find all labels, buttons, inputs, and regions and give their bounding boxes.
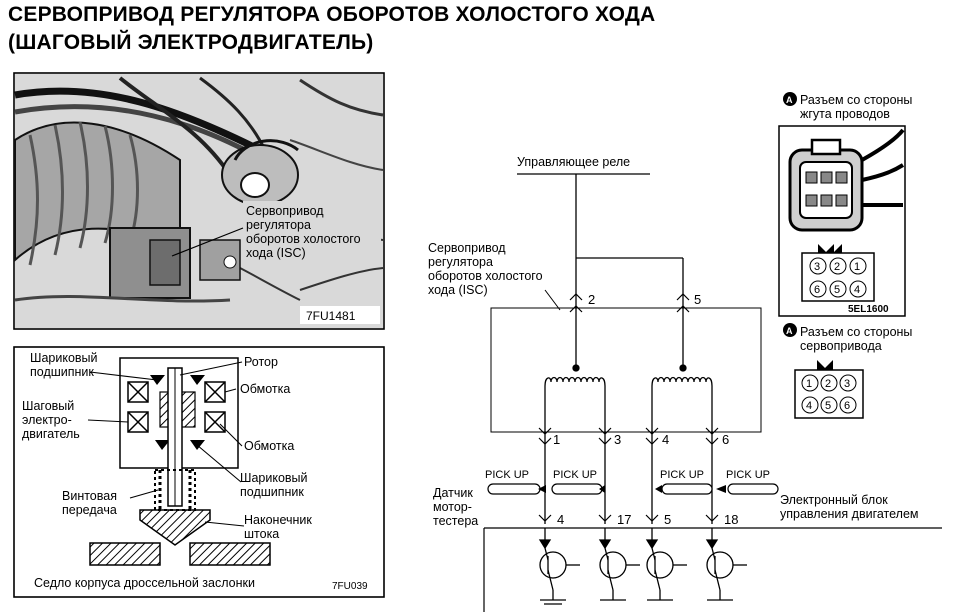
transistor-1 xyxy=(538,528,580,605)
ecu-pin-17: 17 xyxy=(617,512,631,527)
marker-a-harness-text: A xyxy=(786,95,793,105)
marker-a-harness xyxy=(783,92,797,106)
pickup-sensors: PICK UP PICK UP PICK UP PICK UP xyxy=(485,469,779,495)
ecu-pin-18: 18 xyxy=(724,512,738,527)
pickup-label-2: PICK UP xyxy=(553,469,597,481)
label-rod-tip-1: Наконечник xyxy=(244,513,312,527)
servo-pin-4: 4 xyxy=(806,400,812,412)
tester-label-2: мотор- xyxy=(433,500,472,514)
coil-leads xyxy=(544,386,713,524)
label-winding-top: Обмотка xyxy=(240,382,290,396)
isc-label-2: регулятора xyxy=(428,255,493,269)
cutaway-code: 7FU039 xyxy=(332,581,368,592)
transistor-3 xyxy=(645,528,687,601)
servo-connector-group: A Разъем со стороны сервопривода 1 2 3 4… xyxy=(783,323,912,419)
bearing-bottom-left xyxy=(155,440,170,450)
servo-label-1: Разъем со стороны xyxy=(800,325,912,339)
diagram-subtitle: (ШАГОВЫЙ ЭЛЕКТРОДВИГАТЕЛЬ) xyxy=(8,31,374,54)
ecu-label-1: Электронный блок xyxy=(780,493,888,507)
harness-pin-6: 6 xyxy=(814,284,820,296)
harness-label-1: Разъем со стороны xyxy=(800,93,912,107)
label-ball-bearing-bottom-2: подшипник xyxy=(240,485,304,499)
pin-1: 1 xyxy=(553,432,560,447)
label-winding-bottom: Обмотка xyxy=(244,439,294,453)
ecu-label-2: управления двигателем xyxy=(780,507,919,521)
bottom-connector-arrows xyxy=(538,427,719,522)
harness-pin-1: 1 xyxy=(854,261,860,273)
pin-6: 6 xyxy=(722,432,729,447)
harness-connector-drawing xyxy=(788,128,905,232)
ecu-pin-5: 5 xyxy=(664,512,671,527)
servo-pin-2: 2 xyxy=(825,378,831,390)
harness-pin-4: 4 xyxy=(854,284,860,296)
servo-label-2: сервопривода xyxy=(800,339,882,353)
ecu-pin-4: 4 xyxy=(557,512,564,527)
transistor-2 xyxy=(598,528,640,601)
pin-2: 2 xyxy=(588,292,595,307)
marker-a-servo-text: A xyxy=(786,326,793,336)
pin-5: 5 xyxy=(694,292,701,307)
servo-pin-5: 5 xyxy=(825,400,831,412)
bearing-top-right xyxy=(190,375,205,385)
label-screw-drive-1: Винтовая xyxy=(62,489,117,503)
photo-callout-line3: оборотов холостого xyxy=(246,232,361,246)
pin-3: 3 xyxy=(614,432,621,447)
label-rod-tip-2: штока xyxy=(244,527,279,541)
pickup-label-4: PICK UP xyxy=(726,469,770,481)
seat-left xyxy=(89,542,161,566)
diagram-title: СЕРВОПРИВОД РЕГУЛЯТОРА ОБОРОТОВ ХОЛОСТОГ… xyxy=(8,3,656,26)
label-stepper-3: двигатель xyxy=(22,427,80,441)
isc-label-1: Сервопривод xyxy=(428,241,506,255)
label-ball-bearing-bottom-1: Шариковый xyxy=(240,471,308,485)
servo-pin-1: 1 xyxy=(806,378,812,390)
engine-photo-panel: Сервопривод регулятора оборотов холостог… xyxy=(13,72,385,330)
harness-pin-5: 5 xyxy=(834,284,840,296)
pickup-label-1: PICK UP xyxy=(485,469,529,481)
marker-a-servo xyxy=(783,323,797,337)
winding-boxes xyxy=(127,381,226,433)
tester-label-3: тестера xyxy=(433,514,478,528)
label-ball-bearing-top-2: подшипник xyxy=(30,365,94,379)
photo-callout-line2: регулятора xyxy=(246,218,311,232)
photo-callout-line1: Сервопривод xyxy=(246,204,324,218)
harness-pin-2: 2 xyxy=(834,261,840,273)
label-throttle-seat: Седло корпуса дроссельной заслонки xyxy=(34,576,255,590)
photo-callout-line4: хода (ISC) xyxy=(246,246,306,260)
photo-code: 7FU1481 xyxy=(306,309,356,323)
pickup-label-3: PICK UP xyxy=(660,469,704,481)
isc-label-4: хода (ISC) xyxy=(428,283,488,297)
coil-right xyxy=(651,364,713,387)
servo-pin-6: 6 xyxy=(844,400,850,412)
isc-label-3: оборотов холостого xyxy=(428,269,543,283)
harness-label-2: жгута проводов xyxy=(800,107,890,121)
transistor-4 xyxy=(705,528,747,601)
bearing-top-left xyxy=(150,375,165,385)
harness-pin-3: 3 xyxy=(814,261,820,273)
seat-right xyxy=(189,542,271,566)
coil-left xyxy=(544,364,606,387)
label-rotor: Ротор xyxy=(244,355,278,369)
relay-label: Управляющее реле xyxy=(517,155,630,169)
isc-box xyxy=(490,307,762,433)
rod-tip xyxy=(139,509,211,546)
tester-label-1: Датчик xyxy=(433,486,473,500)
harness-connector-group: A Разъем со стороны жгута проводов xyxy=(778,92,912,317)
screw-drive xyxy=(154,469,196,511)
pin-4: 4 xyxy=(662,432,669,447)
harness-code: 5EL1600 xyxy=(848,304,889,315)
label-stepper-1: Шаговый xyxy=(22,399,74,413)
harness-pinout: 3 2 1 6 5 4 xyxy=(801,244,875,302)
servo-pin-3: 3 xyxy=(844,378,850,390)
cutaway-leaders xyxy=(87,361,245,527)
label-ball-bearing-top-1: Шариковый xyxy=(30,351,98,365)
label-screw-drive-2: передача xyxy=(62,503,117,517)
wiring-schematic: Управляющее реле Сервопривод регулятора … xyxy=(428,155,942,612)
label-stepper-2: электро- xyxy=(22,413,72,427)
cutaway-panel: Шариковый подшипник Ротор Обмотка Шаговы… xyxy=(13,346,385,598)
